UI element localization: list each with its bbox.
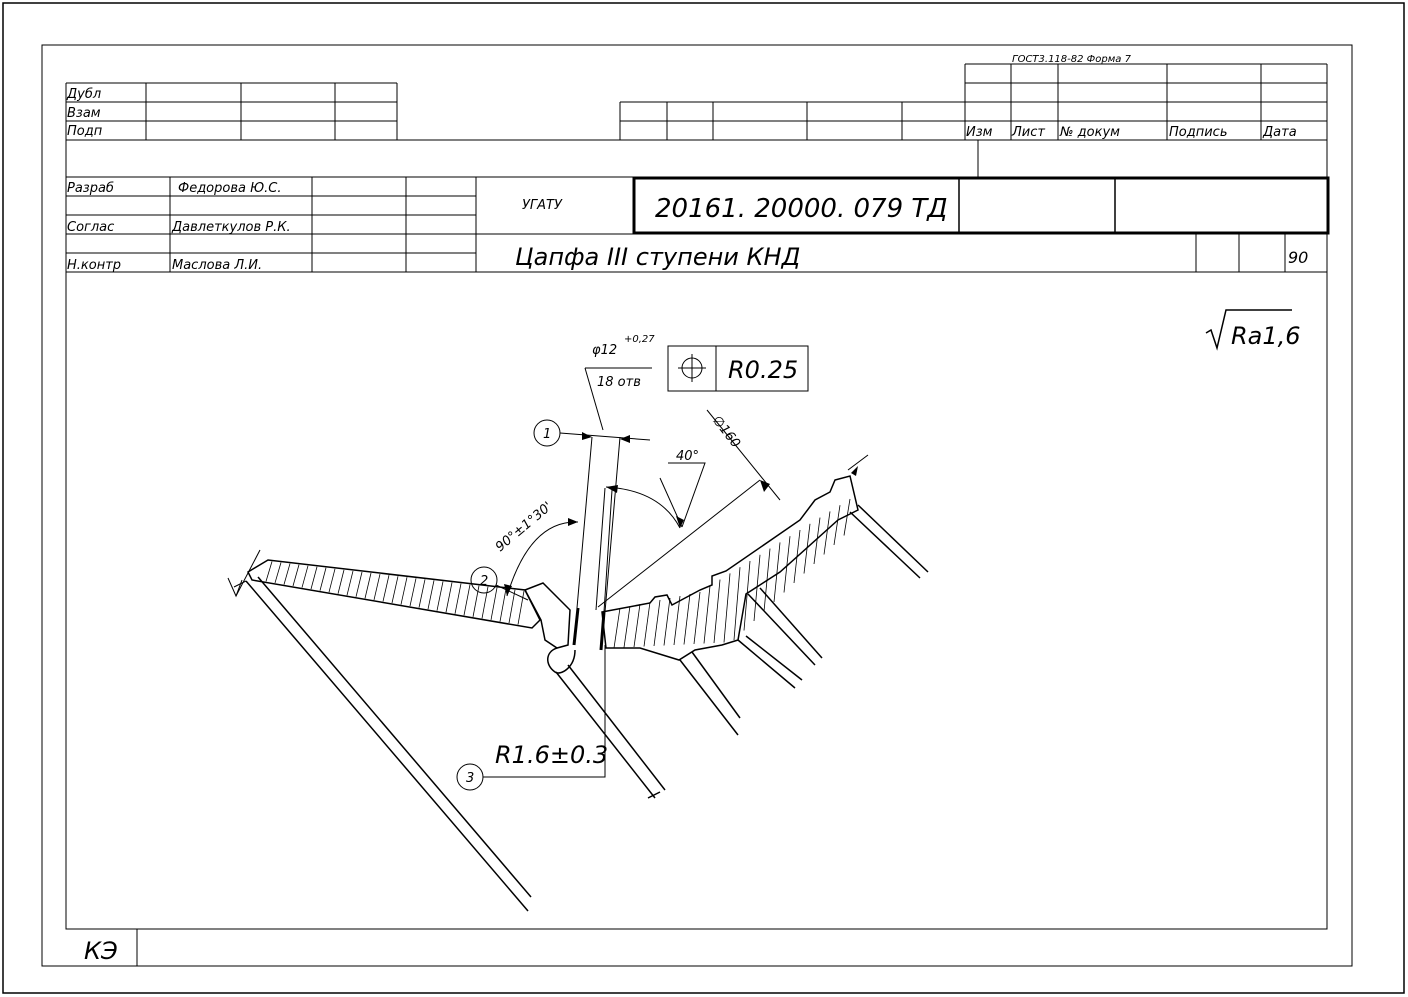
hole-count: 18 отв — [597, 375, 641, 390]
hatch-pattern-left — [265, 561, 525, 625]
stamp-row-dubl: Дубл — [66, 87, 101, 102]
part-name: Цапфа III ступени КНД — [515, 243, 800, 271]
angle-90: 90°±1°30' — [493, 499, 555, 555]
hole-diameter: φ12 — [592, 343, 617, 358]
organization-label: УГАТУ — [522, 198, 563, 213]
radius-dimension: R1.6±0.3 — [495, 741, 608, 769]
hole-tolerance: +0,27 — [624, 334, 655, 345]
left-stamp-grid — [65, 82, 398, 140]
pcd-dimension: ∅160 — [709, 413, 743, 451]
content-frame — [65, 139, 1328, 930]
approval-role-soglas: Соглас — [67, 220, 114, 235]
svg-text:1: 1 — [543, 427, 551, 442]
roughness-value: Ra1,6 — [1231, 322, 1301, 350]
doc-code: 20161. 20000. 079 ТД — [655, 194, 948, 224]
approval-role-nkontr: Н.контр — [67, 258, 121, 273]
roughness-symbol — [1205, 309, 1292, 351]
approval-name-razrab: Федорова Ю.С. — [178, 181, 281, 196]
callout-3: 3 — [456, 763, 484, 791]
revision-grid — [619, 63, 1328, 140]
form-standard: ГОСТ3.118-82 Форма 7 — [1012, 54, 1132, 65]
dimension-lines — [227, 367, 781, 778]
part-drawing — [233, 454, 929, 912]
header-signature: Подпись — [1169, 125, 1227, 140]
header-list: Лист — [1011, 125, 1045, 140]
stamp-row-vzam: Взам — [67, 106, 101, 121]
angle-40: 40° — [676, 449, 699, 464]
approval-name-soglas: Давлеткулов Р.К. — [171, 220, 291, 235]
position-tolerance-icon — [678, 354, 706, 382]
feature-control-frame — [667, 345, 809, 392]
header-date: Дата — [1262, 125, 1297, 140]
footer-code: КЭ — [84, 937, 118, 965]
hatch-pattern-right — [613, 498, 851, 649]
svg-text:2: 2 — [480, 574, 488, 589]
approval-name-nkontr: Маслова Л.И. — [172, 258, 262, 273]
position-tolerance-value: R0.25 — [728, 356, 798, 384]
callout-2: 2 — [470, 566, 498, 594]
header-doc-no: № докум — [1059, 125, 1120, 140]
stamp-row-podp: Подп — [67, 124, 103, 139]
svg-text:3: 3 — [466, 771, 474, 786]
callout-1: 1 — [533, 419, 561, 447]
doc-code-box — [632, 176, 1330, 235]
header-izm: Изм — [966, 125, 993, 140]
approval-role-razrab: Разраб — [67, 181, 114, 196]
sheet-number: 90 — [1288, 248, 1308, 267]
inner-frame — [41, 44, 1353, 967]
